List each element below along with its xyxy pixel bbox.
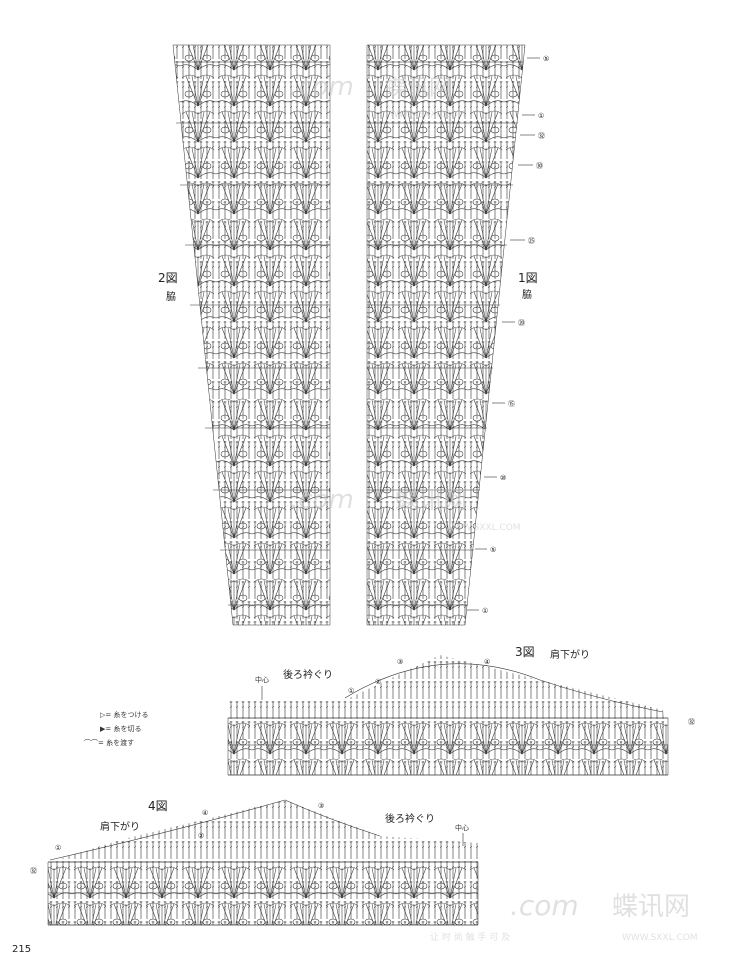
figure-3-neck-label: 後ろ衿ぐり bbox=[283, 668, 333, 681]
fig4-row-mark-4: ④ bbox=[202, 809, 208, 817]
figure-2-fan-texture bbox=[172, 44, 331, 626]
watermark-top: .com 蝶讯网 WWW.SXXL.COM bbox=[290, 72, 466, 120]
watermark-domain-bottom: .com bbox=[510, 889, 579, 922]
watermark-bottom: .com 蝶讯网 让 时 尚 触 手 可 及 WWW.SXXL.COM bbox=[430, 889, 698, 943]
watermark-domain-top: .com bbox=[290, 72, 354, 102]
legend-item-attach: ▷= 糸をつける bbox=[100, 710, 148, 719]
figure-1-fan-texture bbox=[366, 44, 526, 626]
fig1-row-mark-h: ⑩ bbox=[500, 474, 506, 482]
fig4-row-mark-32: ㉜ bbox=[30, 867, 37, 875]
watermark-slogan-bottom: 让 时 尚 触 手 可 及 bbox=[430, 931, 510, 943]
figure-1-row-markers bbox=[467, 57, 540, 611]
page-number: 215 bbox=[12, 944, 31, 955]
figure-2-side-label: 脇 bbox=[166, 291, 176, 303]
fig3-row-mark-3: ③ bbox=[397, 658, 403, 666]
figure-2-label: 2図 bbox=[158, 271, 178, 285]
fig4-row-mark-1: ① bbox=[55, 844, 61, 852]
fig4-row-mark-2: ② bbox=[198, 832, 204, 840]
fig3-row-mark-2: ② bbox=[375, 678, 381, 686]
fig1-row-mark-j: ① bbox=[482, 607, 488, 615]
figure-4-neck-label: 後ろ衿ぐり bbox=[385, 812, 435, 825]
figure-3-shoulder-label: 肩下がり bbox=[550, 648, 590, 661]
fig3-row-mark-4: ④ bbox=[484, 658, 490, 666]
figure-3-chart bbox=[227, 655, 669, 776]
figure-1-label: 1図 bbox=[518, 271, 538, 285]
figure-3-fan-texture bbox=[227, 717, 669, 776]
watermark-domain-mid: .com bbox=[290, 485, 354, 515]
legend-item-cut: ▶= 糸を切る bbox=[100, 724, 141, 733]
figure-4-chart bbox=[47, 799, 479, 926]
watermark-url-bottom: WWW.SXXL.COM bbox=[622, 933, 698, 943]
figure-3-center-label: 中心 bbox=[255, 675, 269, 684]
figure-4-fan-texture bbox=[47, 861, 479, 926]
figure-1-chart bbox=[366, 44, 526, 626]
fig1-row-mark-d: ㉚ bbox=[536, 162, 543, 170]
figure-4-label: 4図 bbox=[148, 799, 168, 813]
figure-1-side-label: 脇 bbox=[522, 289, 532, 301]
figure-3-neck-curve bbox=[344, 663, 664, 713]
legend: ▷= 糸をつける ▶= 糸を切る ⌒⌒= 糸を渡す bbox=[84, 710, 148, 747]
fig3-row-mark-32: ㉜ bbox=[688, 718, 695, 726]
watermark-brand-mid: 蝶讯网 bbox=[395, 486, 467, 514]
fig3-row-mark-1: ① bbox=[348, 687, 354, 695]
figure-4-shoulder-label: 肩下がり bbox=[100, 820, 140, 833]
fig1-row-mark-a: ⑤ bbox=[543, 55, 549, 63]
fig1-row-mark-i: ⑤ bbox=[490, 546, 496, 554]
fig1-row-mark-e: ㉕ bbox=[528, 237, 535, 245]
figure-2-chart bbox=[172, 44, 331, 626]
fig1-row-mark-c: ㉜ bbox=[538, 132, 545, 140]
fig1-row-mark-b: ① bbox=[538, 112, 544, 120]
figure-2-row-lines bbox=[175, 61, 330, 606]
watermark-url-mid: WWW.SXXL.COM bbox=[445, 523, 521, 533]
figure-3-label: 3図 bbox=[515, 645, 535, 659]
watermark-brand-bottom: 蝶讯网 bbox=[612, 892, 690, 922]
watermark-middle: .com 蝶讯网 WWW.SXXL.COM bbox=[290, 485, 521, 533]
watermark-brand-top: 蝶讯网 bbox=[385, 76, 451, 101]
fig4-row-mark-3: ③ bbox=[318, 802, 324, 810]
watermark-url-top: WWW.SXXL.COM bbox=[390, 110, 466, 120]
figure-4-center-label: 中心 bbox=[455, 823, 469, 832]
figure-4-neck-curve bbox=[49, 799, 381, 861]
legend-item-carry: ⌒⌒= 糸を渡す bbox=[84, 738, 134, 747]
fig1-row-mark-g: ⑮ bbox=[508, 400, 515, 408]
fig1-row-mark-f: ⑳ bbox=[518, 319, 525, 327]
figure-1-row-lines bbox=[367, 61, 523, 606]
